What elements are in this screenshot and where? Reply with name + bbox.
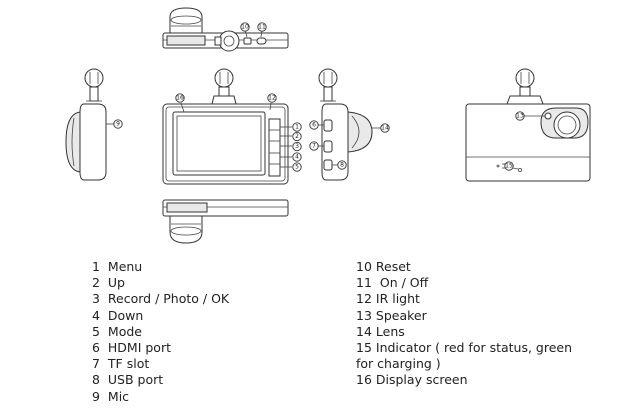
- callout-side-14: 14: [380, 123, 390, 133]
- svg-text:9: 9: [116, 121, 120, 128]
- svg-text:13: 13: [516, 113, 524, 120]
- svg-text:8: 8: [340, 162, 344, 169]
- svg-text:12: 12: [268, 95, 276, 102]
- callout-left-9: 9: [113, 119, 123, 129]
- callout-front-5: 5: [292, 162, 302, 172]
- callout-front-2: 2: [292, 131, 302, 142]
- legend-item: 11 On / Off: [356, 275, 429, 291]
- callout-top-10: 10: [240, 22, 250, 32]
- legend-left: 1 Menu 2 Up 3 Record / Photo / OK 4 Down…: [92, 259, 229, 405]
- svg-text:1: 1: [295, 124, 299, 131]
- legend-item: 12 IR light: [356, 291, 420, 307]
- svg-text:11: 11: [258, 24, 266, 31]
- top-view: 10 11: [162, 7, 289, 52]
- svg-text:14: 14: [381, 125, 389, 132]
- front-view: 16 12 1 2 3 4 5: [162, 68, 302, 185]
- legend-item: 4 Down: [92, 307, 144, 323]
- back-view: 13 15: [465, 68, 591, 182]
- legend-item: 13 Speaker: [356, 307, 427, 323]
- callout-side-6: 6: [309, 120, 319, 130]
- legend-item: for charging ): [356, 356, 441, 372]
- svg-text:10: 10: [241, 24, 249, 31]
- svg-text:6: 6: [312, 122, 316, 129]
- legend-item: 5 Mode: [92, 323, 142, 339]
- legend-item: 8 USB port: [92, 372, 164, 388]
- legend-item: 15 Indicator ( red for status, green: [356, 340, 573, 356]
- dashcam-diagram: 10 11 9: [65, 7, 591, 244]
- callout-side-7: 7: [309, 141, 319, 151]
- legend-item: 16 Display screen: [356, 372, 468, 388]
- svg-text:16: 16: [176, 95, 184, 102]
- svg-text:3: 3: [295, 143, 299, 150]
- left-view: 9: [65, 68, 123, 181]
- callout-top-11: 11: [257, 22, 267, 32]
- legend-item: 1 Menu: [92, 259, 143, 274]
- callout-front-3: 3: [292, 141, 302, 152]
- svg-text:4: 4: [295, 154, 299, 161]
- callout-side-8: 8: [337, 160, 347, 170]
- callout-front-12: 12: [267, 93, 277, 103]
- svg-text:7: 7: [312, 143, 316, 150]
- legend-item: 3 Record / Photo / OK: [92, 291, 230, 307]
- callout-front-16: 16: [175, 93, 185, 103]
- legend-item: 2 Up: [92, 275, 125, 291]
- legend-item: 10 Reset: [356, 259, 411, 274]
- callout-back-15: 15: [504, 161, 514, 171]
- callout-front-1: 1: [292, 122, 302, 132]
- svg-text:15: 15: [505, 163, 513, 170]
- legend-item: 14 Lens: [356, 323, 405, 339]
- callout-front-4: 4: [292, 152, 302, 162]
- legend-item: 7 TF slot: [92, 356, 150, 372]
- legend-right: 10 Reset 11 On / Off 12 IR light 13 Spea…: [356, 259, 572, 389]
- legend-item: 6 HDMI port: [92, 340, 171, 356]
- side-view: 14 6 7 8: [309, 68, 390, 181]
- callout-back-13: 13: [515, 111, 525, 121]
- svg-text:5: 5: [295, 164, 299, 171]
- svg-text:2: 2: [295, 133, 299, 140]
- bottom-view: [162, 199, 289, 244]
- legend-item: 9 Mic: [92, 388, 130, 404]
